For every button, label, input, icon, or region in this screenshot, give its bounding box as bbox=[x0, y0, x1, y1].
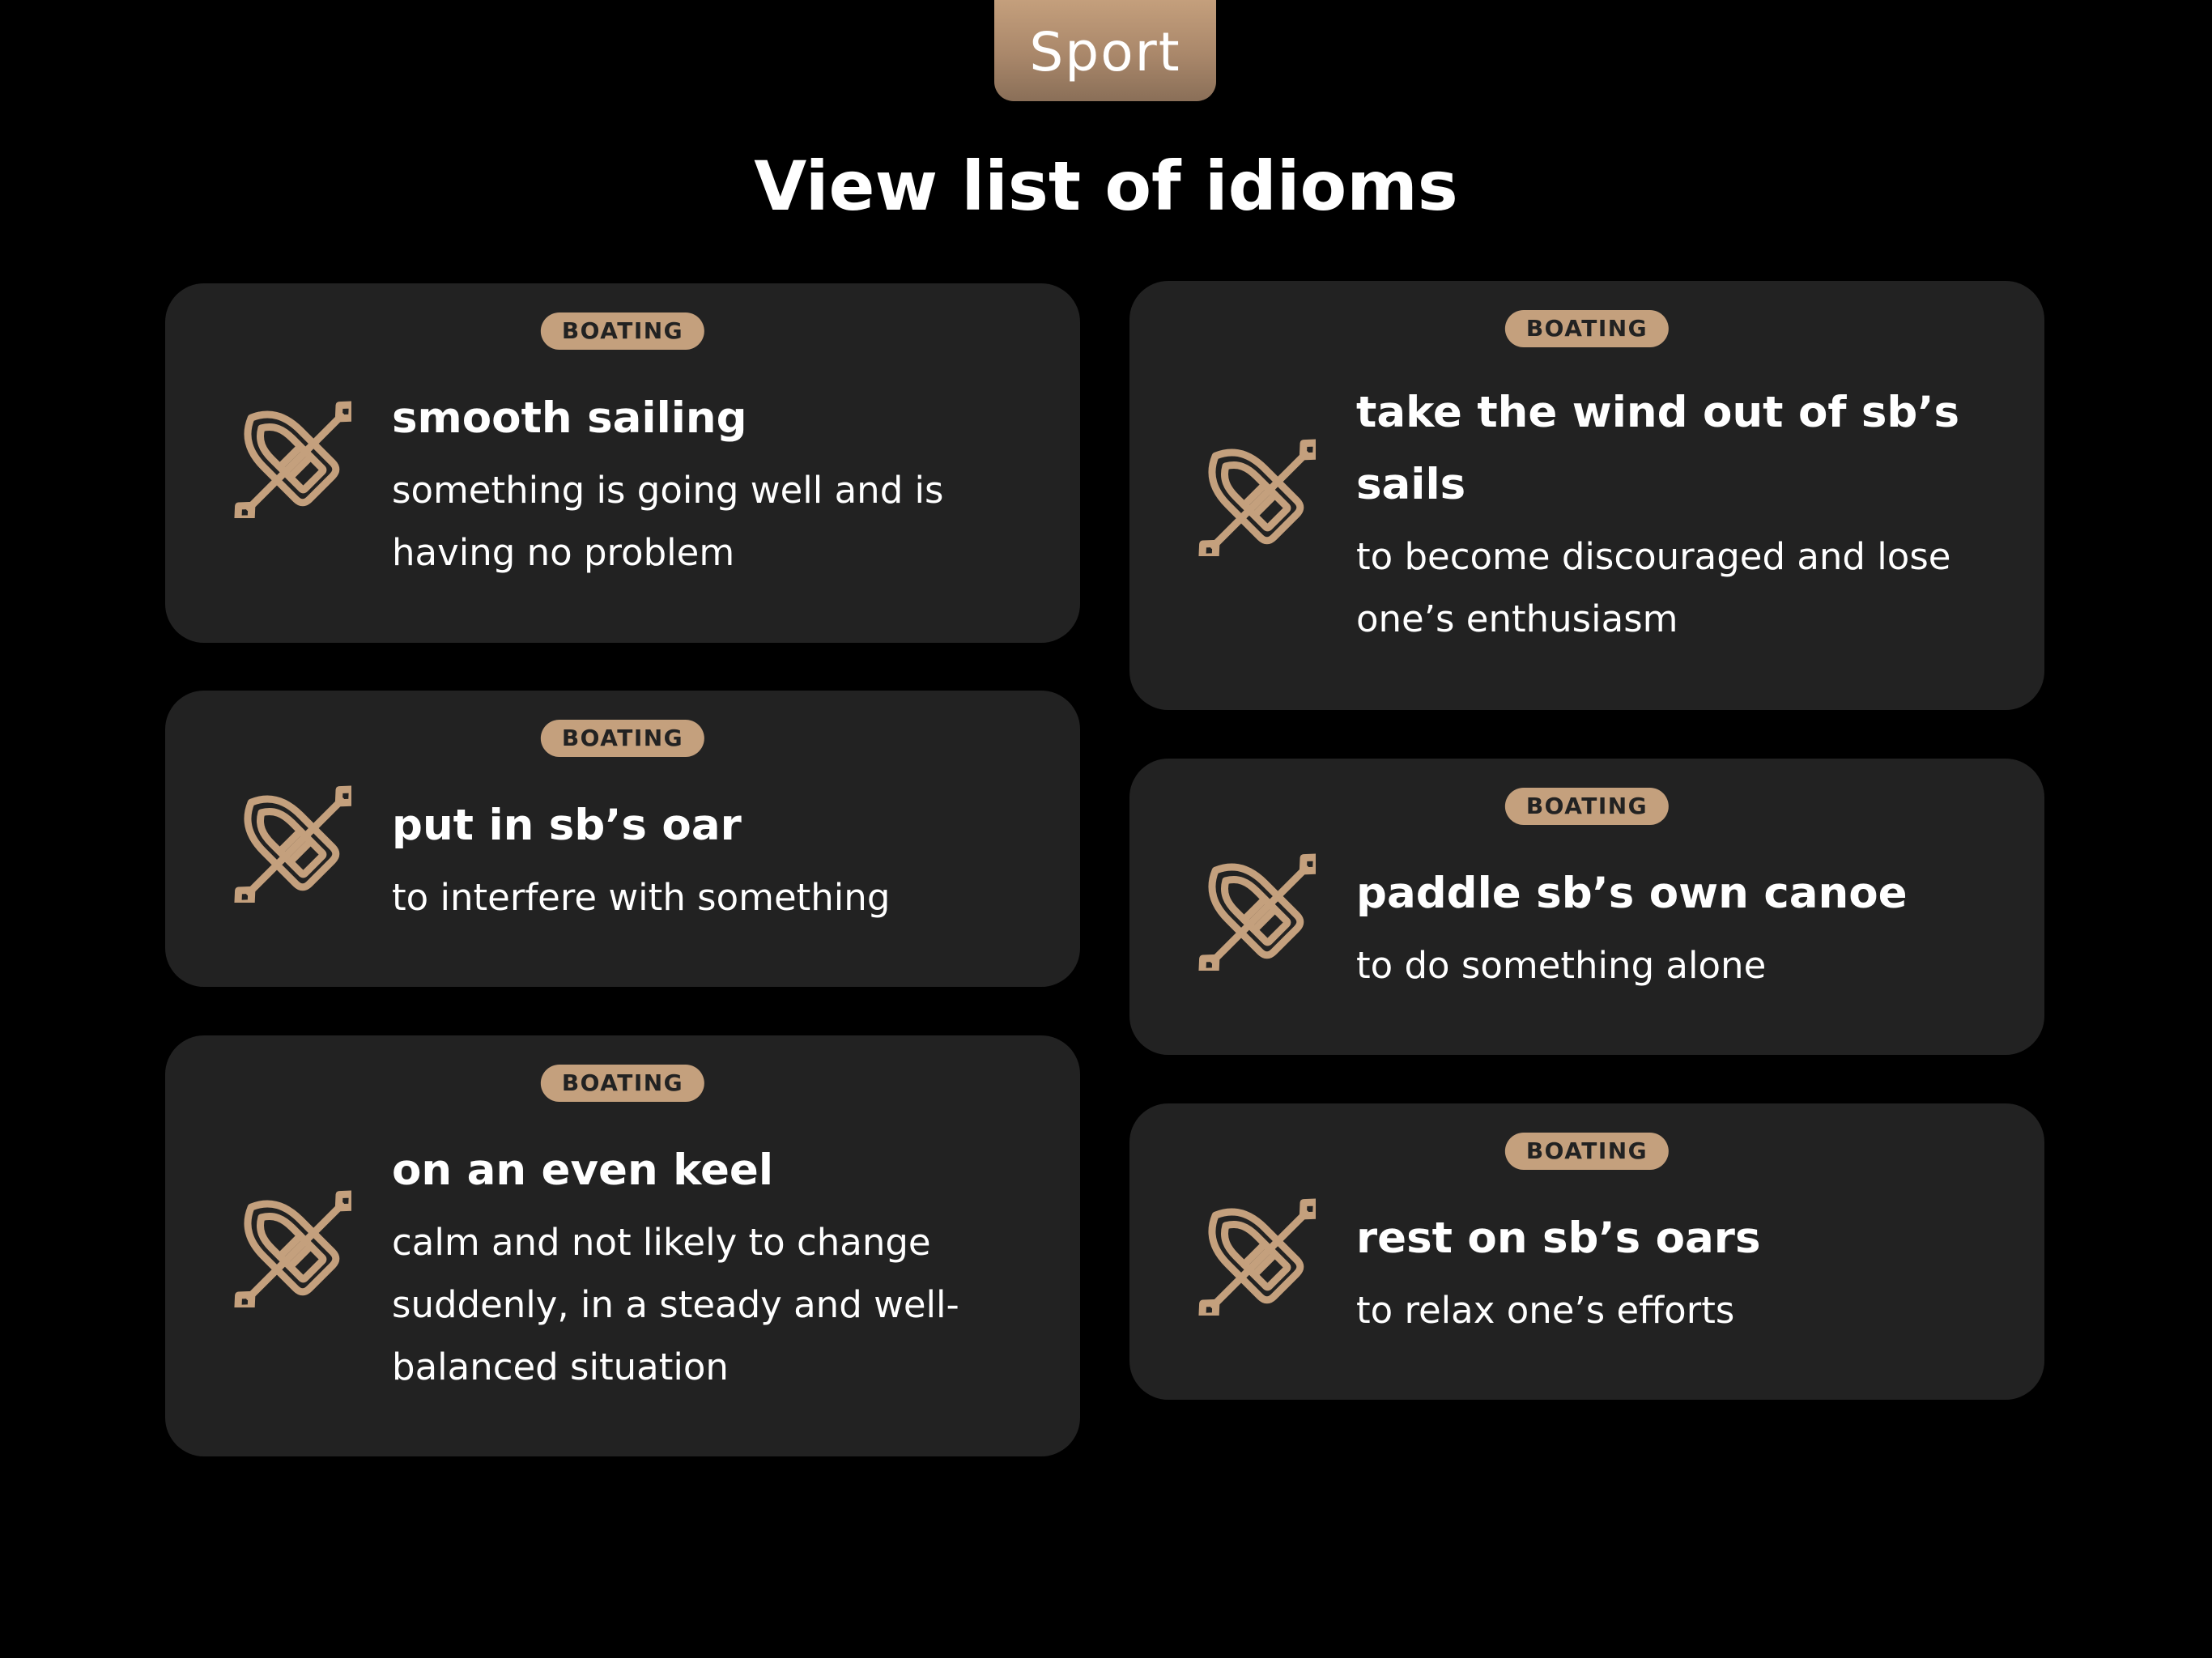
idiom-meaning: calm and not likely to change suddenly, … bbox=[392, 1221, 959, 1388]
idiom-title: take the wind out of sb’s sails bbox=[1356, 388, 1960, 509]
idiom-card-wind-out-of-sails[interactable]: BOATING take the wind out of sb’s sails … bbox=[1129, 281, 2044, 710]
idiom-card-smooth-sailing[interactable]: BOATING smooth sailing something is goin… bbox=[165, 283, 1080, 643]
rowing-boat-icon bbox=[1186, 841, 1316, 971]
idiom-title: put in sb’s oar bbox=[392, 801, 742, 850]
idiom-card-even-keel[interactable]: BOATING on an even keel calm and not lik… bbox=[165, 1035, 1080, 1456]
idiom-card-put-in-oar[interactable]: BOATING put in sb’s oar to interfere wit… bbox=[165, 691, 1080, 987]
idiom-meaning: to relax one’s efforts bbox=[1356, 1289, 1735, 1332]
category-badge: BOATING bbox=[540, 1065, 705, 1102]
category-badge: BOATING bbox=[540, 312, 705, 350]
category-badge: BOATING bbox=[1504, 788, 1670, 825]
idiom-meaning: to become discouraged and lose one’s ent… bbox=[1356, 535, 1951, 640]
idiom-title: smooth sailing bbox=[392, 393, 747, 443]
category-tab-sport[interactable]: Sport bbox=[994, 0, 1216, 101]
idiom-card-rest-on-oars[interactable]: BOATING rest on sb’s oars to relax one’s… bbox=[1129, 1103, 2044, 1400]
rowing-boat-icon bbox=[222, 389, 351, 518]
idiom-title: paddle sb’s own canoe bbox=[1356, 869, 1908, 918]
rowing-boat-icon bbox=[1186, 1186, 1316, 1316]
rowing-boat-icon bbox=[222, 1178, 351, 1307]
idiom-meaning: to do something alone bbox=[1356, 944, 1767, 987]
idiom-meaning: something is going well and is having no… bbox=[392, 469, 944, 574]
category-badge: BOATING bbox=[1504, 1133, 1670, 1170]
idiom-meaning: to interfere with something bbox=[392, 876, 891, 919]
idiom-title: rest on sb’s oars bbox=[1356, 1214, 1761, 1263]
category-badge: BOATING bbox=[1504, 310, 1670, 347]
page-title: View list of idioms bbox=[754, 147, 1458, 226]
idiom-title: on an even keel bbox=[392, 1146, 774, 1195]
category-badge: BOATING bbox=[540, 720, 705, 757]
rowing-boat-icon bbox=[1186, 427, 1316, 556]
rowing-boat-icon bbox=[222, 773, 351, 903]
idiom-card-paddle-own-canoe[interactable]: BOATING paddle sb’s own canoe to do some… bbox=[1129, 759, 2044, 1055]
